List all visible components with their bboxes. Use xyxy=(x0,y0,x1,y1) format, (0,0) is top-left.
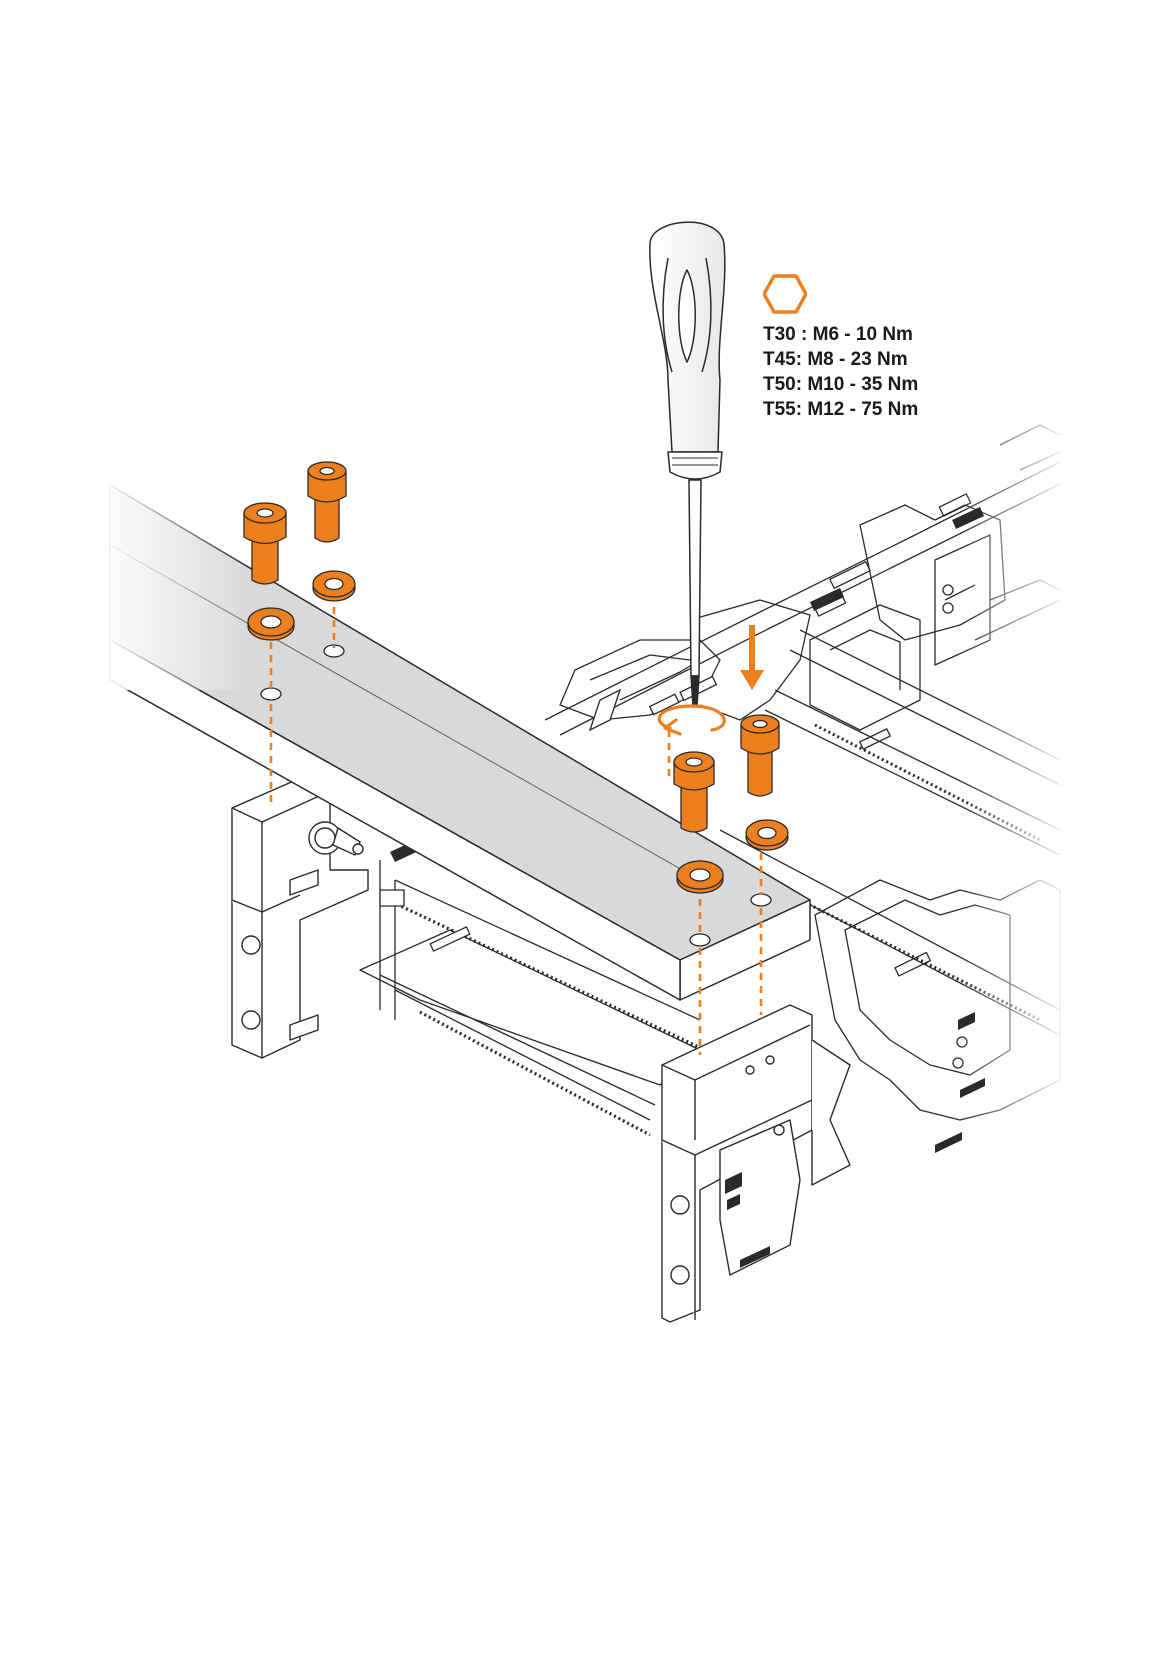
right-link-markings xyxy=(725,1012,985,1268)
washer-icon xyxy=(247,570,789,894)
washer-top-left xyxy=(247,607,295,641)
right-side-link xyxy=(661,1004,851,1323)
screw-top-right xyxy=(307,461,347,543)
screw-front-left xyxy=(673,751,715,833)
right-fade-overlay xyxy=(960,420,1070,1140)
down-arrow-icon xyxy=(740,625,764,690)
torque-spec-legend: T30 : M6 - 10 Nm T45: M8 - 23 Nm T50: M1… xyxy=(763,272,993,432)
screwdriver-icon xyxy=(649,221,726,707)
left-side-link xyxy=(231,779,369,1059)
torque-line-t55: T55: M12 - 75 Nm xyxy=(763,399,919,420)
washer-front-left xyxy=(676,860,724,894)
screw-front-right xyxy=(740,714,780,797)
torque-line-t45: T45: M8 - 23 Nm xyxy=(763,349,908,370)
hexagon-torx-icon xyxy=(763,274,807,314)
torque-line-t30: T30 : M6 - 10 Nm xyxy=(763,324,913,345)
bar-left-fade xyxy=(100,480,250,690)
screw-top-left xyxy=(243,502,287,585)
torque-line-t50: T50: M10 - 35 Nm xyxy=(763,374,919,395)
washer-front-right xyxy=(745,819,789,851)
rotation-arrow-icon xyxy=(657,704,726,736)
alignment-lines xyxy=(269,594,763,1055)
torx-screw-icon xyxy=(243,461,780,833)
center-link-label xyxy=(810,507,984,611)
washer-top-right xyxy=(312,570,356,602)
torque-values-list: T30 : M6 - 10 Nm T45: M8 - 23 Nm T50: M1… xyxy=(763,322,918,422)
